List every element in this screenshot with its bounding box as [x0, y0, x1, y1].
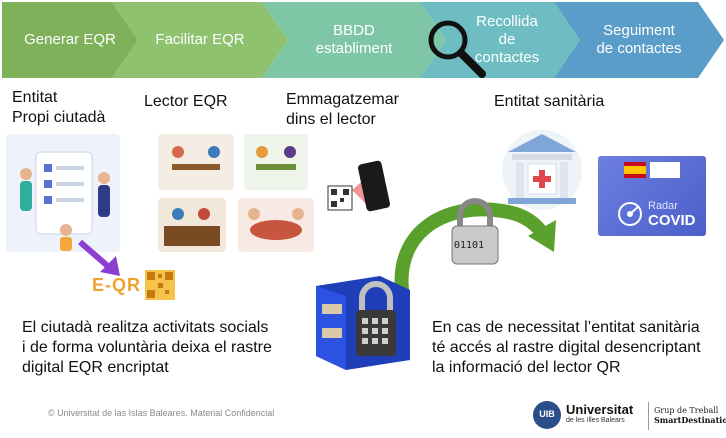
curved-arrow-icon — [394, 202, 556, 297]
step-label: Recollida de contactes — [474, 13, 540, 66]
citizen-illustration — [6, 134, 120, 252]
covid-label: COVID — [648, 212, 696, 229]
label-dins-lector: dins el lector — [286, 111, 376, 128]
scene-cafe — [158, 134, 234, 190]
scene-bar — [158, 198, 226, 252]
scene-terrace — [244, 134, 308, 190]
spain-flag-icon — [624, 162, 646, 178]
label-entitat: Entitat — [12, 89, 58, 106]
radar-label: Radar — [648, 200, 678, 212]
arrow-to-eqr-icon — [78, 239, 120, 276]
safe-illustration — [310, 268, 420, 377]
radar-covid-card: Radar COVID — [598, 156, 706, 236]
step-seguiment-contactes: Seguiment de contactes — [554, 2, 724, 78]
uib-logo: UIB — [532, 400, 562, 430]
footer-divider — [648, 402, 649, 430]
university-name: Universitat de les Illes Balears — [566, 402, 634, 424]
government-seal — [650, 162, 680, 178]
step-bbdd-establiment: BBDD establiment — [262, 2, 446, 78]
padlock-code: 01101 — [454, 240, 485, 251]
step-recollida-contactes: Recollida de contactes — [420, 2, 580, 78]
work-group-name: Grup de Treball SmartDestination — [654, 406, 726, 425]
padlock-icon: 01101 — [448, 198, 502, 266]
label-emmagatzemar: Emmagatzemar — [286, 91, 399, 108]
step-facilitar-eqr: Facilitar EQR — [112, 2, 288, 78]
paragraph-citizen: El ciutadà realitza activitats socials i… — [22, 319, 272, 376]
step-label: Generar EQR — [24, 31, 116, 48]
scene-dinner — [238, 198, 314, 252]
radar-icon — [618, 202, 642, 226]
eqr-tag-label: E-QR — [92, 274, 141, 295]
paragraph-health-entity: En cas de necessitat l’entitat sanitària… — [432, 319, 701, 376]
label-lector-eqr: Lector EQR — [144, 93, 228, 110]
magnifier-icon — [428, 20, 486, 78]
phone-scan-illustration — [326, 160, 390, 223]
health-entity-illustration — [498, 126, 586, 215]
label-entitat-sanitaria: Entitat sanitària — [494, 93, 605, 110]
qr-code-icon — [145, 270, 175, 300]
step-label: BBDD establiment — [315, 22, 393, 57]
label-propi-ciutada: Propi ciutadà — [12, 109, 106, 126]
eqr-tag: E-QR — [92, 270, 175, 300]
step-label: Seguiment de contactes — [596, 22, 682, 57]
copyright-notice: © Universitat de las Islas Baleares. Mat… — [48, 408, 275, 418]
step-generar-eqr: Generar EQR — [2, 2, 138, 78]
step-label: Facilitar EQR — [155, 31, 245, 48]
